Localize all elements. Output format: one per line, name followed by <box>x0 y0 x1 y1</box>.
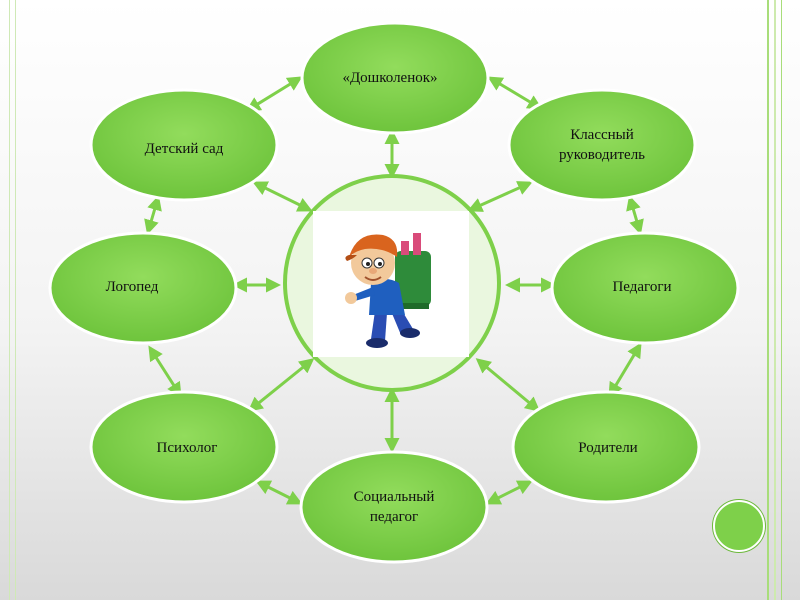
node-parents[interactable] <box>511 390 701 504</box>
node-label-kindergarten: Детский сад <box>144 141 224 157</box>
frame-line <box>9 0 10 600</box>
node-label-social-pedagogue: Социальный педагог <box>353 489 435 525</box>
node-social-pedagogue[interactable] <box>299 450 489 564</box>
node-kindergarten[interactable] <box>89 88 279 202</box>
node-label-teachers: Педагоги <box>612 279 672 295</box>
node-class-teacher[interactable] <box>507 88 697 202</box>
frame-line <box>774 0 776 600</box>
frame-line <box>15 0 16 600</box>
node-speech-therapist[interactable] <box>48 231 238 345</box>
arrow-psychologist-social <box>255 480 303 505</box>
arrow-parents-center <box>475 358 541 412</box>
node-label-psychologist: Психолог <box>156 440 218 456</box>
arrow-kindergarten-center <box>252 181 313 212</box>
node-teachers[interactable] <box>550 231 740 345</box>
node-label-class-teacher: Классный руководитель <box>558 127 646 163</box>
node-label-parents: Родители <box>578 440 638 456</box>
arrow-psychologist-center <box>247 358 315 412</box>
node-label-doshkolenok: «Дошколенок» <box>342 70 438 86</box>
arrow-doshkolenok-kindergarten <box>245 76 303 112</box>
frame-line <box>781 0 782 600</box>
arrow-doshkolenok-class-teacher <box>487 76 543 110</box>
frame-line <box>767 0 769 600</box>
node-psychologist[interactable] <box>89 390 279 504</box>
arrow-class-teacher-center <box>467 181 533 212</box>
arrow-kindergarten-speech <box>144 195 162 235</box>
arrow-teachers-parents <box>608 342 642 398</box>
arrow-parents-social <box>485 480 533 505</box>
node-doshkolenok[interactable] <box>300 21 490 135</box>
center-photo <box>313 211 469 357</box>
boy-with-backpack-icon <box>345 233 431 348</box>
arrow-speech-psychologist <box>148 345 182 398</box>
corner-dot <box>713 500 765 552</box>
node-label-speech-therapist: Логопед <box>105 279 159 295</box>
arrow-class-teacher-teachers <box>626 195 644 235</box>
